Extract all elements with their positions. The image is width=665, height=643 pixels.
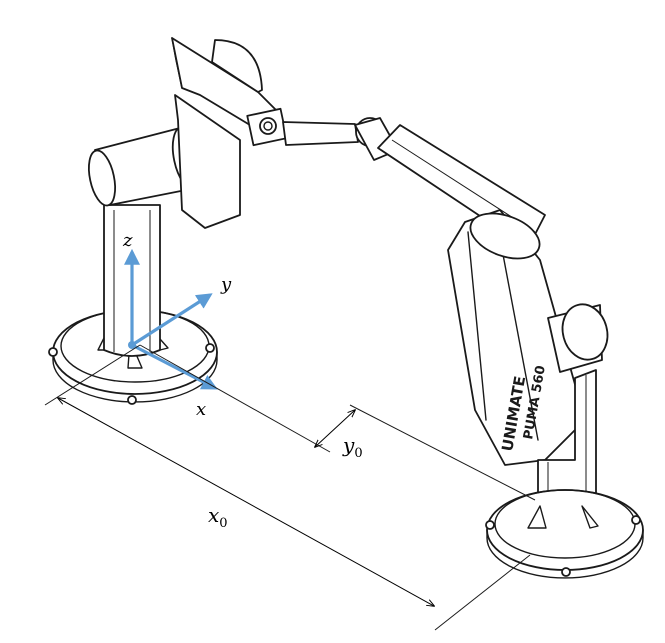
x-axis-arrow [131,343,218,390]
x0-label: x0 [208,503,228,531]
x-axis-label: x [196,399,206,420]
y0-label: y0 [342,433,363,461]
left-robot-arm-casing [171,37,288,229]
y0-dimension-arrow [315,410,355,447]
left-extension-line [44,344,141,406]
dimension-lines: x0 y0 [44,344,536,631]
right-robot-base [485,489,644,579]
right-robot: UNIMATE PUMA 560 [354,117,644,579]
y-axis-label: y [220,274,232,295]
left-robot-forearm [282,121,359,146]
frame-origin [128,341,136,349]
right-robot-shoulder [547,303,609,373]
z-axis-label: z [122,230,133,251]
left-robot [48,37,359,405]
right-extension-line [434,554,531,631]
x0-dimension-arrow [58,398,434,606]
y-axis-arrow [131,293,213,347]
